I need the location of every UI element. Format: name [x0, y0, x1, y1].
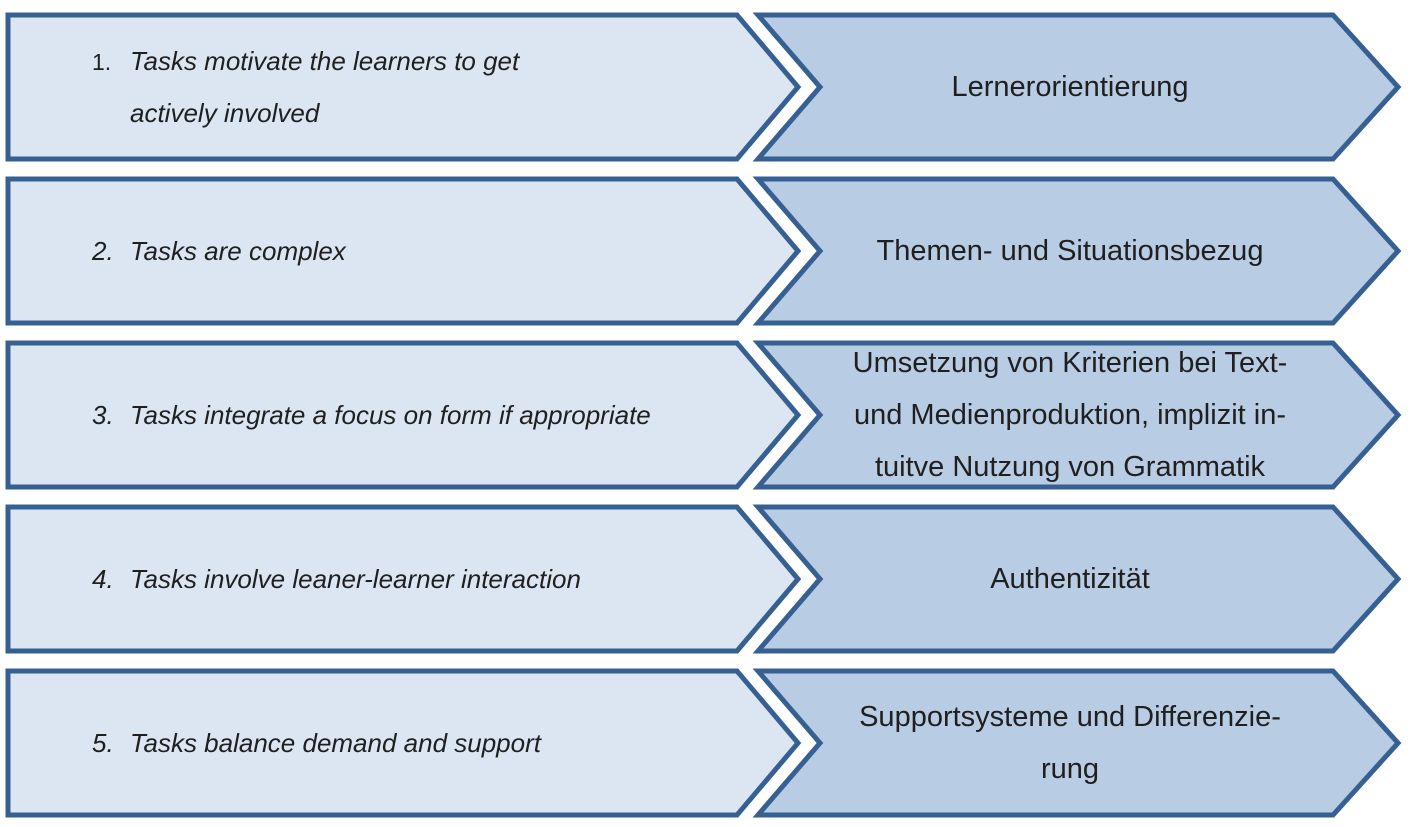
task-arrow-shape	[5, 176, 802, 326]
criterion-arrow-shape	[752, 12, 1402, 162]
task-number: 1.	[92, 49, 112, 75]
task-text: Tasks are complex	[130, 236, 346, 266]
row-arrow-shapes	[5, 12, 1402, 162]
row-arrow-shapes	[5, 504, 1402, 654]
diagram-row: 3. Tasks integrate a focus on form if ap…	[0, 340, 1411, 490]
criterion-arrow-shape	[752, 176, 1402, 326]
criterion-arrow-shape	[752, 504, 1402, 654]
task-number: 3.	[92, 400, 114, 430]
task-text: Tasks motivate the learners to get activ…	[130, 46, 520, 128]
task-arrow-shape	[5, 340, 802, 490]
criterion-text: Themen- und Situationsbezug	[876, 234, 1264, 267]
diagram-row: 5. Tasks balance demand and support Supp…	[0, 668, 1411, 818]
criterion-text: Authentizität	[990, 562, 1150, 595]
criterion-text: Supportsysteme und Differenzie- rung	[859, 700, 1281, 785]
task-text-block: 5. Tasks balance demand and support	[92, 668, 737, 818]
criterion-arrow-shape	[752, 668, 1402, 818]
diagram-row: 2. Tasks are complex Themen- und Situati…	[0, 176, 1411, 326]
row-arrow-shapes	[5, 176, 1402, 326]
row-arrow-shapes	[5, 340, 1402, 490]
task-text-block: 1. Tasks motivate the learners to get ac…	[92, 12, 737, 162]
criterion-arrow-shape	[752, 340, 1402, 490]
task-text: Tasks integrate a focus on form if appro…	[130, 400, 651, 430]
task-text: Tasks involve leaner-learner interaction	[130, 564, 581, 594]
criterion-text: Umsetzung von Kriterien bei Text- und Me…	[852, 346, 1288, 484]
criterion-text: Lernerorientierung	[951, 70, 1189, 103]
task-text-block: 4. Tasks involve leaner-learner interact…	[92, 504, 737, 654]
task-arrow-shape	[5, 12, 802, 162]
task-number: 4.	[92, 564, 114, 594]
task-text-block: 2. Tasks are complex	[92, 176, 737, 326]
task-text: Tasks balance demand and support	[130, 728, 541, 758]
diagram-row: 1. Tasks motivate the learners to get ac…	[0, 12, 1411, 162]
task-arrow-shape	[5, 504, 802, 654]
task-number: 2.	[92, 236, 114, 266]
task-number: 5.	[92, 728, 114, 758]
task-text-block: 3. Tasks integrate a focus on form if ap…	[92, 340, 737, 490]
row-arrow-shapes	[5, 668, 1402, 818]
diagram-row: 4. Tasks involve leaner-learner interact…	[0, 504, 1411, 654]
task-arrow-shape	[5, 668, 802, 818]
